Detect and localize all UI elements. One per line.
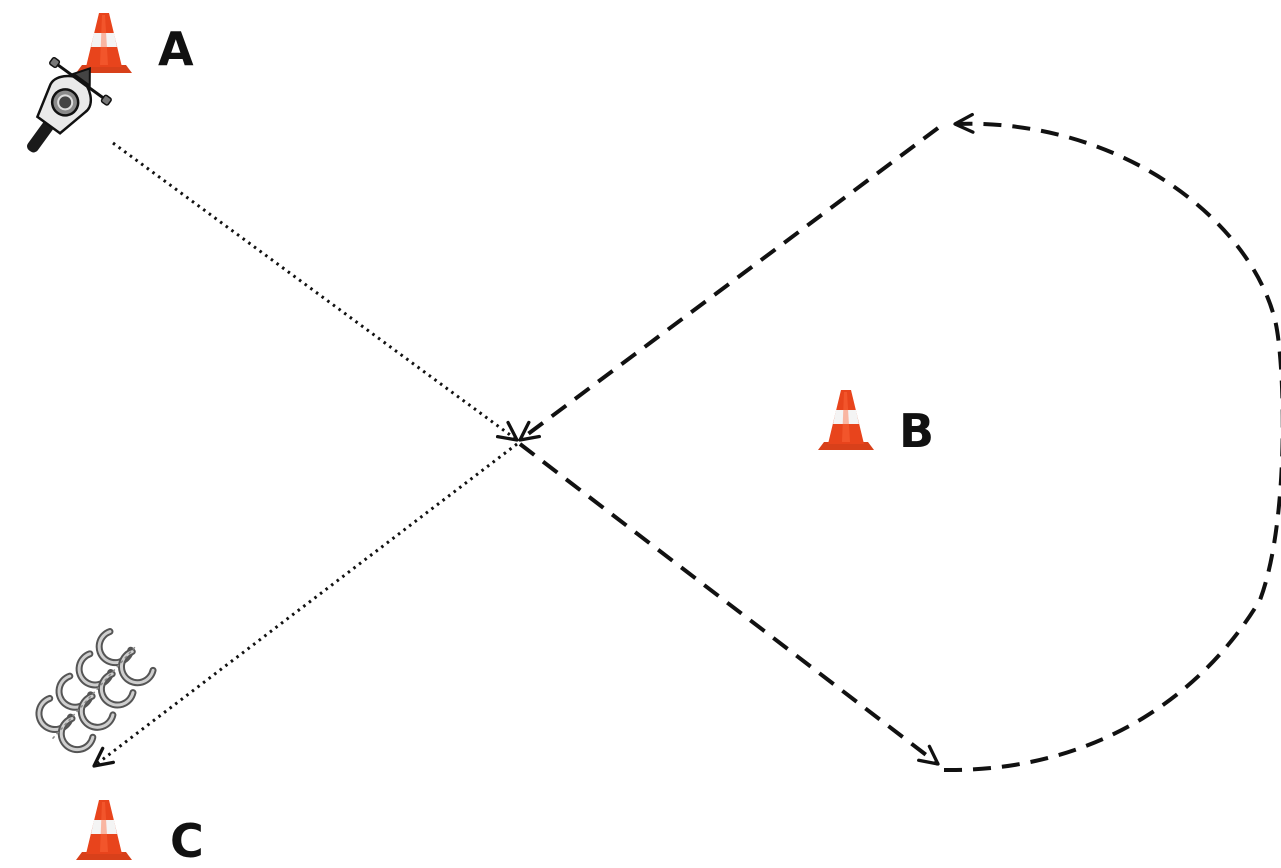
- traffic-cone-icon-c: [76, 800, 132, 860]
- traffic-cone-icon-a: [76, 13, 132, 73]
- cone-label-c: C: [170, 814, 204, 868]
- dashed-path-loop-to-center: [518, 126, 940, 442]
- motorcycle-icon: [27, 56, 112, 153]
- tire-stack-icon: [30, 624, 160, 759]
- traffic-cone-icon-b: [818, 390, 874, 450]
- dotted-path-a-to-center: [112, 141, 519, 442]
- cone-label-a: A: [158, 22, 194, 76]
- dashed-path-center-to-loop: [518, 442, 940, 766]
- dashed-loop-around-b: [943, 112, 1281, 773]
- cone-label-b: B: [899, 404, 935, 458]
- dotted-path-center-to-c: [92, 442, 518, 768]
